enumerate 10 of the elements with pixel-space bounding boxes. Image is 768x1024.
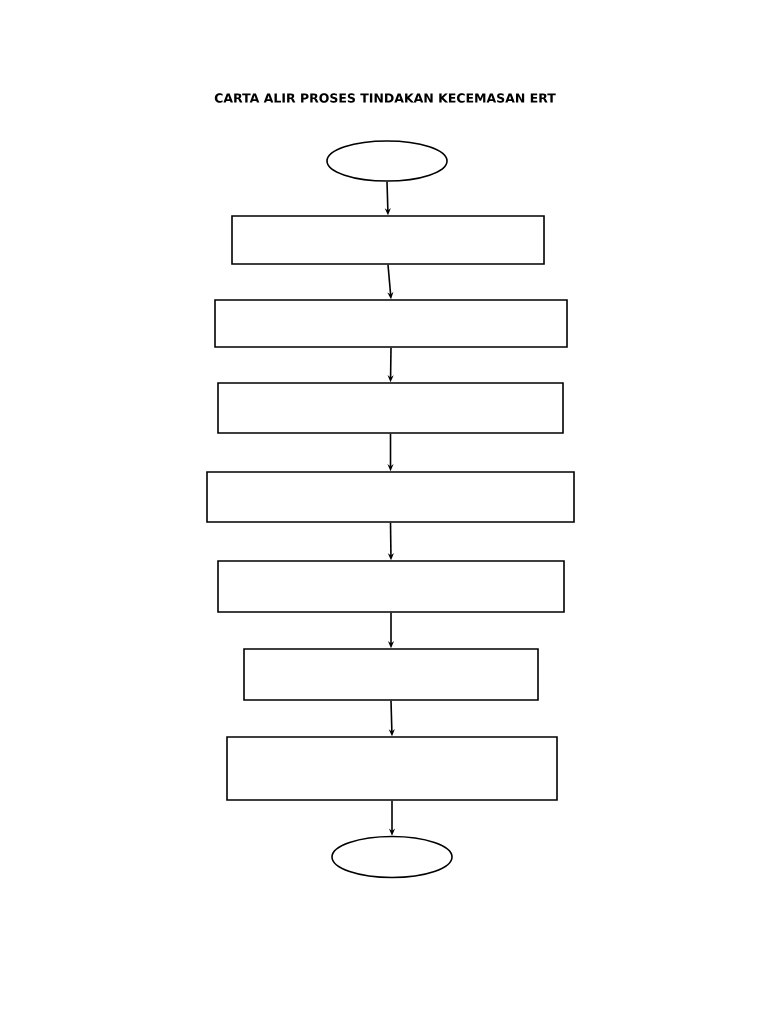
process-box (226, 736, 558, 801)
process-box (214, 299, 568, 348)
process-box (217, 560, 565, 613)
process-box (206, 471, 575, 523)
terminal-oval (331, 835, 453, 879)
process-box (243, 648, 539, 701)
title: CARTA ALIR PROSES TINDAKAN KECEMASAN ERT (214, 93, 556, 103)
terminal-oval (326, 140, 448, 182)
process-box (231, 215, 545, 265)
process-box (217, 382, 564, 434)
